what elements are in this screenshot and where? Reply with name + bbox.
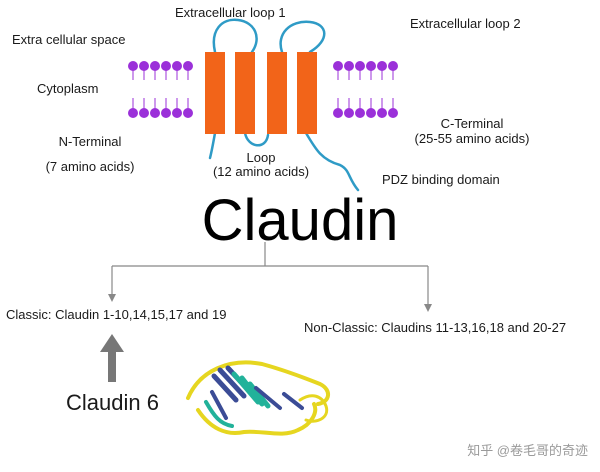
c-terminal-length: (25-55 amino acids) <box>414 131 530 146</box>
c-terminal-label: C-Terminal <box>440 116 504 131</box>
non-classic-claudins-label: Non-Classic: Claudins 11-13,16,18 and 20… <box>304 320 567 335</box>
n-terminal-length: (7 amino acids) <box>45 159 135 174</box>
loop-length: (12 amino acids) <box>212 164 310 179</box>
diagram-title: Claudin <box>201 188 399 253</box>
lipid-row-top-right <box>333 61 398 80</box>
watermark: 知乎 @卷毛哥的奇迹 <box>467 443 588 458</box>
extracellular-space-label: Extra cellular space <box>12 32 126 47</box>
lipid-bilayer-left <box>128 61 193 118</box>
lipid-bilayer-right <box>333 61 398 118</box>
protein-structure-image <box>186 360 330 436</box>
lipid-row-top-left <box>128 61 193 80</box>
protein-chain <box>208 18 360 192</box>
arrowhead-classic <box>108 294 116 302</box>
helix-3 <box>267 52 287 134</box>
arrowhead-non-classic <box>424 304 432 312</box>
n-terminal-label: N-Terminal <box>58 134 122 149</box>
classic-claudins-label: Classic: Claudin 1-10,14,15,17 and 19 <box>6 307 227 322</box>
branch-connector <box>111 242 429 306</box>
pdz-binding-domain-label: PDZ binding domain <box>382 172 500 187</box>
loop-label: Loop <box>246 150 276 165</box>
helix-1 <box>205 52 225 134</box>
helix-4 <box>297 52 317 134</box>
extracellular-loop-2-label: Extracellular loop 2 <box>410 16 521 31</box>
up-arrow <box>100 334 124 382</box>
claudin-6-label: Claudin 6 <box>66 390 159 415</box>
lipid-row-bottom-left <box>128 98 193 118</box>
cytoplasm-label: Cytoplasm <box>37 81 99 96</box>
helix-2 <box>235 52 255 134</box>
lipid-row-bottom-right <box>333 98 398 118</box>
extracellular-loop-1-label: Extracellular loop 1 <box>175 5 286 20</box>
transmembrane-helices <box>205 52 317 134</box>
